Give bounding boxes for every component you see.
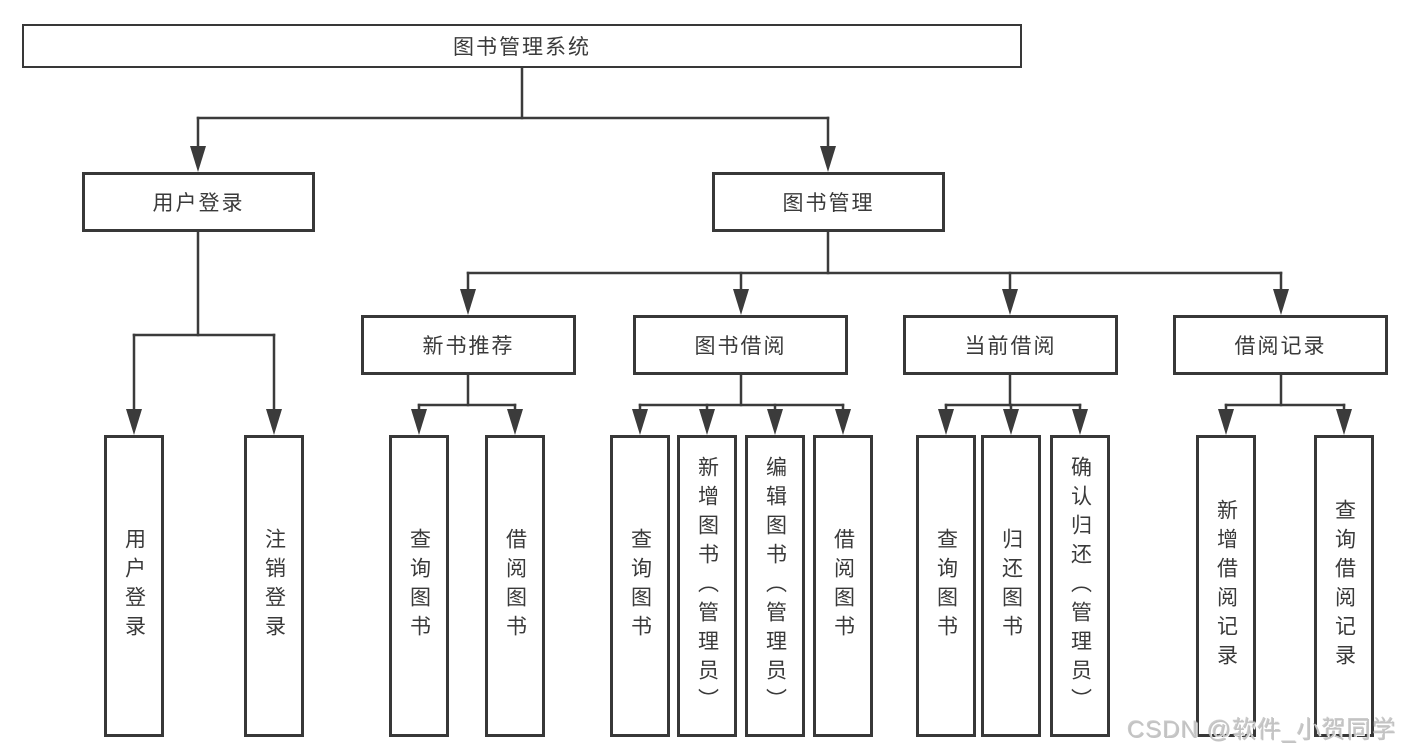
- leaf-query-book-2: 查询图书: [610, 435, 670, 737]
- leaf-logout: 注销登录: [244, 435, 304, 737]
- node-label: 注销登录: [262, 528, 286, 644]
- node-label: 新增借阅记录: [1214, 499, 1238, 673]
- node-book-borrowing: 图书借阅: [633, 315, 848, 375]
- leaf-add-borrow-record: 新增借阅记录: [1196, 435, 1256, 737]
- node-label: 查询借阅记录: [1332, 499, 1356, 673]
- leaf-confirm-return-admin: 确认归还（管理员）: [1050, 435, 1110, 737]
- node-label: 借阅记录: [1234, 335, 1327, 358]
- leaf-edit-book-admin: 编辑图书（管理员）: [745, 435, 805, 737]
- node-label: 当前借阅: [964, 335, 1057, 358]
- node-label: 用户登录: [122, 528, 146, 644]
- node-label: 图书管理系统: [453, 36, 591, 59]
- node-new-book-recommendation: 新书推荐: [361, 315, 576, 375]
- node-label: 借阅图书: [503, 528, 527, 644]
- node-label: 图书管理: [782, 192, 875, 215]
- node-label: 查询图书: [407, 528, 431, 644]
- node-label: 查询图书: [628, 528, 652, 644]
- leaf-query-book-1: 查询图书: [389, 435, 449, 737]
- node-user-login: 用户登录: [82, 172, 315, 232]
- node-label: 查询图书: [934, 528, 958, 644]
- node-label: 借阅图书: [831, 528, 855, 644]
- leaf-return-book: 归还图书: [981, 435, 1041, 737]
- node-label: 归还图书: [999, 528, 1023, 644]
- node-label: 新增图书（管理员）: [695, 455, 719, 717]
- leaf-query-borrow-record: 查询借阅记录: [1314, 435, 1374, 737]
- leaf-user-login: 用户登录: [104, 435, 164, 737]
- leaf-borrow-book-1: 借阅图书: [485, 435, 545, 737]
- node-library-management-system: 图书管理系统: [22, 24, 1022, 68]
- node-current-borrowing: 当前借阅: [903, 315, 1118, 375]
- node-book-management: 图书管理: [712, 172, 945, 232]
- node-label: 新书推荐: [422, 335, 515, 358]
- node-label: 图书借阅: [694, 335, 787, 358]
- leaf-query-book-3: 查询图书: [916, 435, 976, 737]
- node-label: 确认归还（管理员）: [1068, 455, 1092, 717]
- leaf-add-book-admin: 新增图书（管理员）: [677, 435, 737, 737]
- node-label: 用户登录: [152, 192, 245, 215]
- node-borrowing-records: 借阅记录: [1173, 315, 1388, 375]
- leaf-borrow-book-2: 借阅图书: [813, 435, 873, 737]
- node-label: 编辑图书（管理员）: [763, 455, 787, 717]
